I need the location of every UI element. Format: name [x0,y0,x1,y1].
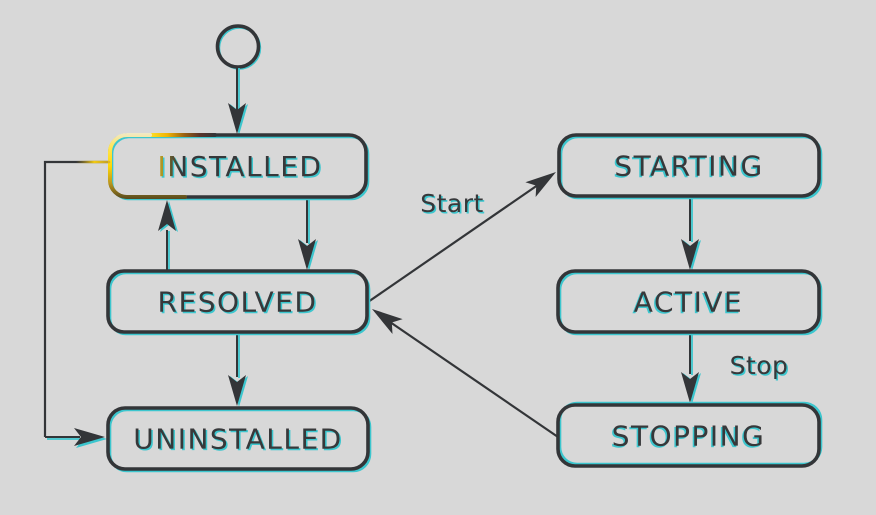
state-label: ACTIVE [634,286,743,319]
arrow-shaft [389,321,559,438]
stop-label-fringe: Stop [731,353,790,382]
state-label-fringe: STOPPING [610,421,764,454]
edge-label-stop: Stop Stop [730,351,790,382]
state-box-border [557,133,821,198]
state-label-fringe: INSTALLED [159,152,324,185]
state-box-border [556,269,821,334]
transition-installed-to-resolved [298,198,318,271]
state-node-resolved: RESOLVED RESOLVED [106,269,371,336]
state-label: STARTING [614,150,763,183]
state-label: UNINSTALLED [133,423,342,456]
state-node-uninstalled: UNINSTALLED UNINSTALLED [106,406,372,473]
state-node-starting: STARTING STARTING [557,133,823,200]
state-node-stopping: STOPPING STOPPING [556,401,823,468]
state-box-border [106,406,370,471]
state-label-fringe: RESOLVED [159,287,319,320]
state-label-fringe: UNINSTALLED [135,424,344,457]
state-label-fringe: ACTIVE [632,287,741,320]
transition-resolved-to-starting [367,172,556,303]
arrowhead-down-icon [298,239,316,270]
color-artifact-overlay [74,133,217,199]
arrowhead-diagonal-icon [525,172,556,198]
arrowhead-down-icon [228,375,246,406]
arrowhead-diagonal-icon [372,309,403,334]
arrowhead-right-icon [74,428,105,446]
arrowhead-down-icon [228,103,246,134]
artifact-left-corner [108,133,187,199]
state-node-active: ACTIVE ACTIVE [556,269,823,336]
transition-initial-to-installed [228,67,248,135]
state-label-fringe: STARTING [613,151,762,184]
transition-resolved-to-uninstalled [228,333,248,407]
arrow-shaft [367,177,549,303]
state-box-border [106,269,369,334]
state-label: STOPPING [612,420,766,453]
state-node-installed: INSTALLED INSTALLED [108,133,370,201]
transition-resolved-to-installed [158,200,178,272]
arrowhead-down-icon [681,239,699,270]
transition-starting-to-active [681,196,701,271]
state-box-border [556,403,821,468]
state-label: INSTALLED [157,150,322,183]
transition-stopping-to-resolved [372,309,559,438]
edge-label-start: Start Start [420,189,485,220]
arrowhead-down-icon [681,372,699,403]
transition-active-to-stopping [681,332,701,404]
stop-label: Stop [730,351,789,380]
state-label: RESOLVED [158,286,318,319]
arrowhead-up-icon [158,200,176,231]
start-label-fringe: Start [422,191,486,220]
start-label: Start [420,189,484,218]
